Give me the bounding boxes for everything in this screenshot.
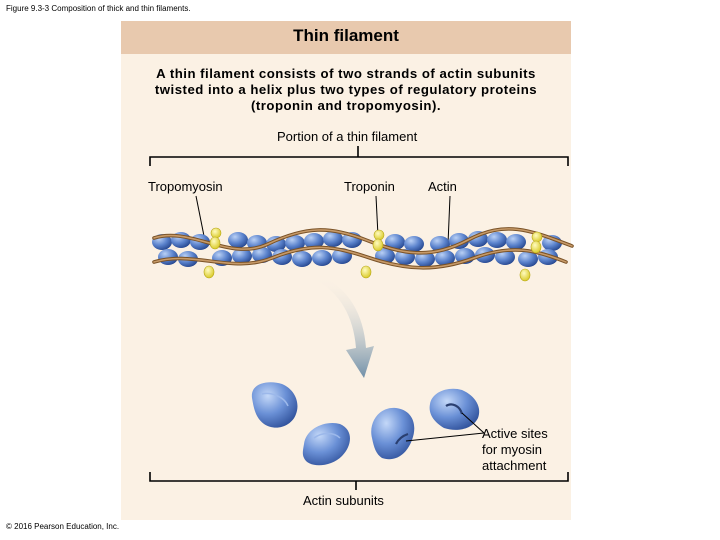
- zoom-arrow: [316, 276, 374, 378]
- actin-subunit: [302, 422, 350, 466]
- active-sites-label: Active sites for myosin attachment: [482, 426, 548, 474]
- troponin-label: Troponin: [344, 179, 395, 194]
- tropomyosin-strands: [152, 227, 574, 270]
- active-sites-line: attachment: [482, 458, 547, 473]
- active-sites-line: for myosin: [482, 442, 542, 457]
- actin-subunit: [371, 407, 415, 460]
- description-line: (troponin and tropomyosin).: [250, 98, 442, 113]
- actin-subunit: [429, 388, 480, 430]
- actin-subunits-label: Actin subunits: [303, 493, 384, 508]
- portion-label: Portion of a thin filament: [277, 129, 418, 144]
- troponin-complexes: [203, 227, 543, 282]
- description-line: A thin filament consists of two strands …: [156, 66, 536, 81]
- actin-label: Actin: [428, 179, 457, 194]
- panel-header: Thin filament: [121, 21, 571, 54]
- active-sites-line: Active sites: [482, 426, 548, 441]
- actin-subunit: [251, 382, 298, 428]
- tropomyosin-label: Tropomyosin: [148, 179, 223, 194]
- active-site-pointers: [405, 412, 485, 442]
- portion-bracket: [149, 146, 569, 166]
- figure-caption: Figure 9.3-3 Composition of thick and th…: [6, 4, 191, 13]
- description-line: twisted into a helix plus two types of r…: [154, 82, 538, 97]
- actin-subunits-bracket: [149, 472, 569, 490]
- panel-title: Thin filament: [293, 26, 399, 45]
- copyright-notice: © 2016 Pearson Education, Inc.: [6, 522, 120, 531]
- panel-description: A thin filament consists of two strands …: [121, 66, 571, 114]
